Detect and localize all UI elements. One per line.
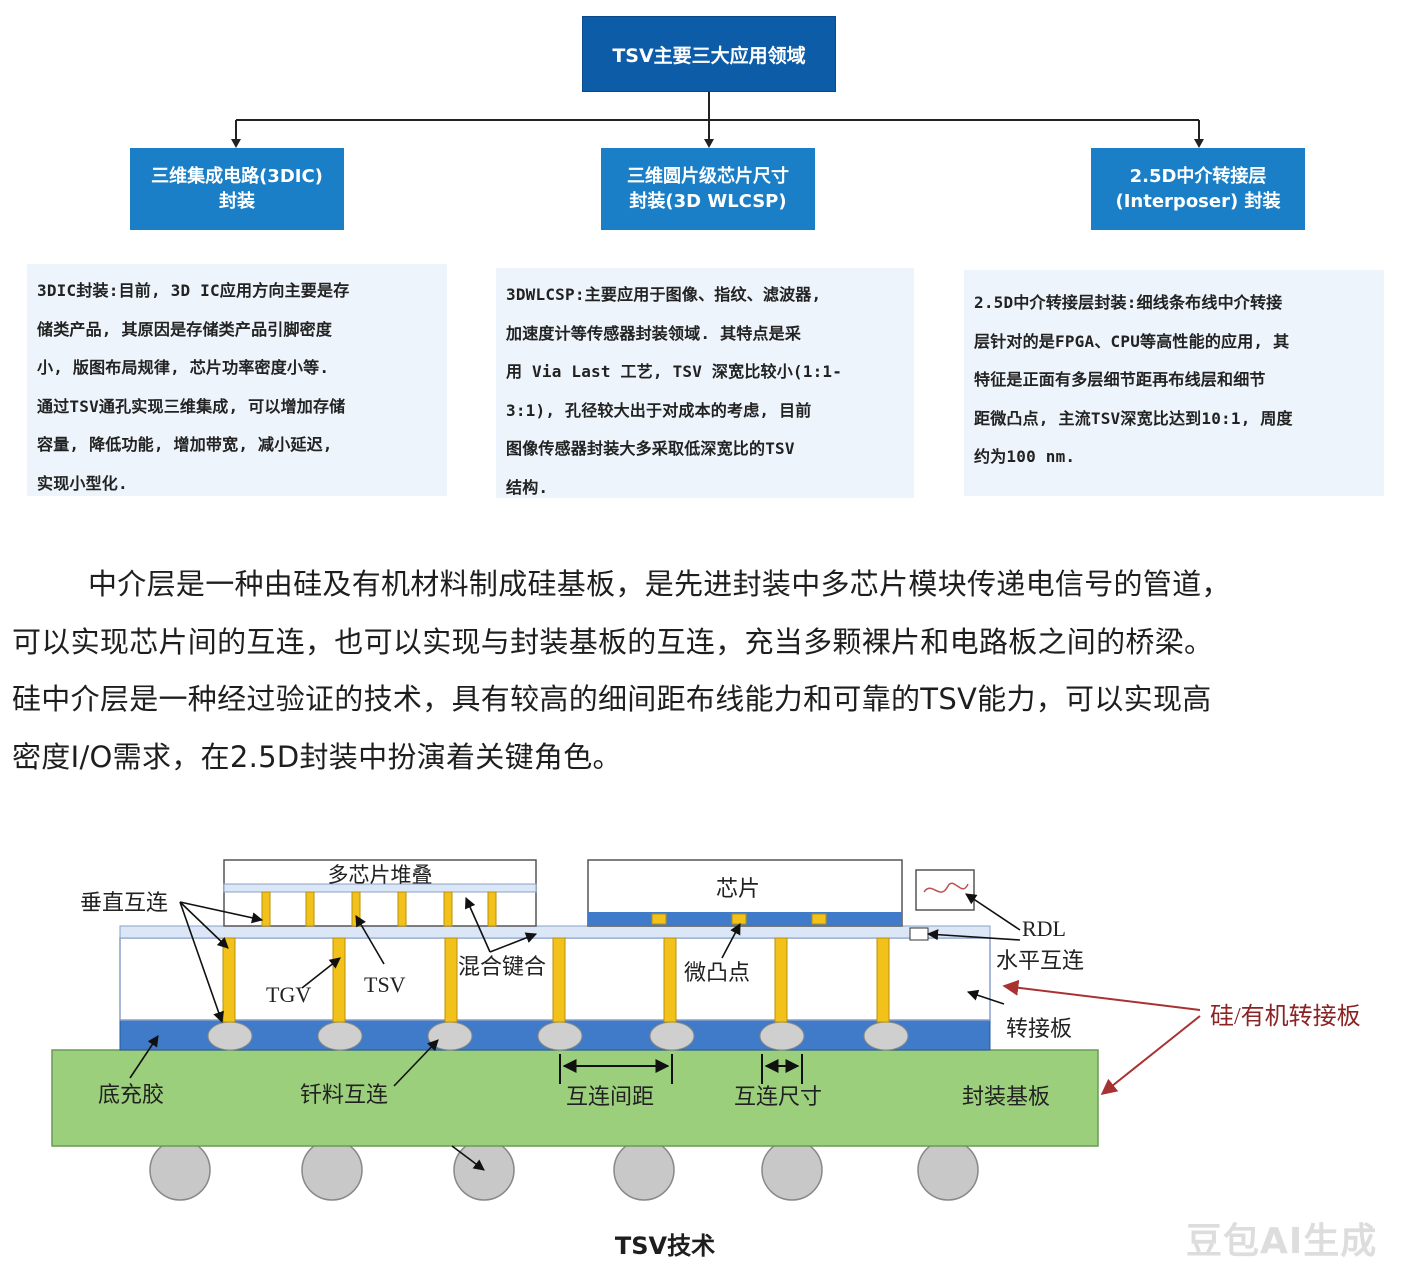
desc-line: 约为100 nm. <box>974 447 1076 466</box>
desc-line: 3DIC封装:目前, 3D IC应用方向主要是存 <box>37 281 350 300</box>
desc-line: 层针对的是FPGA、CPU等高性能的应用, 其 <box>974 331 1290 351</box>
stack-vertical-vias <box>261 891 497 927</box>
body-paragraph: 中介层是一种由硅及有机材料制成硅基板，是先进封装中多芯片模块传递电信号的管道， … <box>12 556 1400 786</box>
branch-interposer-line1: 2.5D中介转接层 <box>1129 166 1267 187</box>
tsv-vias <box>222 937 890 1023</box>
label-microbump: 微凸点 <box>684 960 750 985</box>
desc-interposer: 2.5D中介转接层封装:细线条布线中介转接 层针对的是FPGA、CPU等高性能的… <box>964 270 1384 496</box>
desc-line: 用 Via Last 工艺, TSV 深宽比较小(1:1- <box>506 362 843 381</box>
figure-caption: TSV技术 <box>614 1232 716 1260</box>
desc-line: 储类产品, 其原因是存储类产品引脚密度 <box>37 319 333 339</box>
label-rdl: RDL <box>1022 916 1066 941</box>
label-hybrid: 混合键合 <box>458 954 546 979</box>
branch-3dic: 三维集成电路(3DIC) 封装 <box>130 148 344 230</box>
label-substrate: 封装基板 <box>962 1084 1050 1109</box>
branch-3dic-line1: 三维集成电路(3DIC) <box>151 166 323 187</box>
desc-line: 特征是正面有多层细节距再布线层和细节 <box>974 370 1266 389</box>
interposer-bumps <box>207 1021 909 1051</box>
desc-line: 小, 版图布局规律, 芯片功率密度小等. <box>37 358 330 377</box>
chip-microbumps <box>651 913 827 925</box>
desc-line: 3DWLCSP:主要应用于图像、指纹、滤波器, <box>506 285 822 304</box>
label-tsv: TSV <box>364 972 406 997</box>
multi-chip-stack <box>223 859 537 927</box>
label-stack: 多芯片堆叠 <box>328 863 433 887</box>
desc-line: 实现小型化. <box>37 473 128 493</box>
desc-line: 容量, 降低功能, 增加带宽, 减小延迟, <box>37 435 333 454</box>
paragraph-line: 可以实现芯片间的互连，也可以实现与封装基板的互连，充当多颗裸片和电路板之间的桥梁… <box>12 624 1214 659</box>
desc-line: 3:1), 孔径较大出于对成本的考虑, 目前 <box>506 400 812 420</box>
desc-line: 加速度计等传感器封装领域. 其特点是采 <box>506 323 802 343</box>
label-si-organic: 硅/有机转接板 <box>1210 1003 1361 1030</box>
label-pitch: 互连间距 <box>566 1084 654 1109</box>
label-size: 互连尺寸 <box>734 1084 822 1109</box>
desc-3d-wlcsp: 3DWLCSP:主要应用于图像、指纹、滤波器, 加速度计等传感器封装领域. 其特… <box>496 268 914 498</box>
label-solder: 钎料互连 <box>300 1082 388 1107</box>
desc-line: 结构. <box>506 477 549 497</box>
label-underfill: 底充胶 <box>98 1082 164 1107</box>
label-chip: 芯片 <box>716 876 760 901</box>
label-horizontal: 水平互连 <box>996 948 1084 973</box>
watermark: 豆包AI生成 <box>1186 1221 1378 1262</box>
red-arrows <box>1002 979 1201 1095</box>
pointer-arrows <box>129 893 1021 1171</box>
paragraph-line: 密度I/O需求，在2.5D封装中扮演着关键角色。 <box>12 739 622 774</box>
desc-line: 2.5D中介转接层封装:细线条布线中介转接 <box>974 293 1283 312</box>
tsv-package-diagram: 多芯片堆叠 芯片 垂直互连 TGV TSV 混合键合 微凸点 RDL 水平互连 … <box>51 859 1361 1201</box>
paragraph-line: 硅中介层是一种经过验证的技术，具有较高的细间距布线能力和可靠的TSV能力，可以实… <box>12 682 1212 716</box>
label-vertical: 垂直互连 <box>80 890 168 915</box>
branch-interposer-line2: (Interposer) 封装 <box>1115 191 1281 212</box>
desc-line: 图像传感器封装大多采取低深宽比的TSV <box>506 439 795 458</box>
tree-root-title: TSV主要三大应用领域 <box>582 16 836 92</box>
dimension-arrows <box>559 1054 803 1084</box>
interposer-top-rdl <box>119 925 991 939</box>
branch-wlcsp-line1: 三维圆片级芯片尺寸 <box>627 166 789 187</box>
bottom-solder-balls <box>149 1139 979 1201</box>
branch-wlcsp-line2: 封装(3D WLCSP) <box>629 191 787 212</box>
desc-line: 通过TSV通孔实现三维集成, 可以增加存储 <box>37 396 346 416</box>
label-interposer-board: 转接板 <box>1006 1016 1072 1041</box>
desc-3dic: 3DIC封装:目前, 3D IC应用方向主要是存 储类产品, 其原因是存储类产品… <box>27 264 447 496</box>
paragraph-line: 中介层是一种由硅及有机材料制成硅基板，是先进封装中多芯片模块传递电信号的管道， <box>88 567 1231 601</box>
desc-line: 距微凸点, 主流TSV深宽比达到10:1, 周度 <box>974 408 1293 428</box>
branch-3d-wlcsp: 三维圆片级芯片尺寸 封装(3D WLCSP) <box>601 148 815 230</box>
branch-interposer: 2.5D中介转接层 (Interposer) 封装 <box>1091 148 1305 230</box>
tree-connectors <box>231 92 1204 148</box>
branch-3dic-line2: 封装 <box>219 191 255 212</box>
